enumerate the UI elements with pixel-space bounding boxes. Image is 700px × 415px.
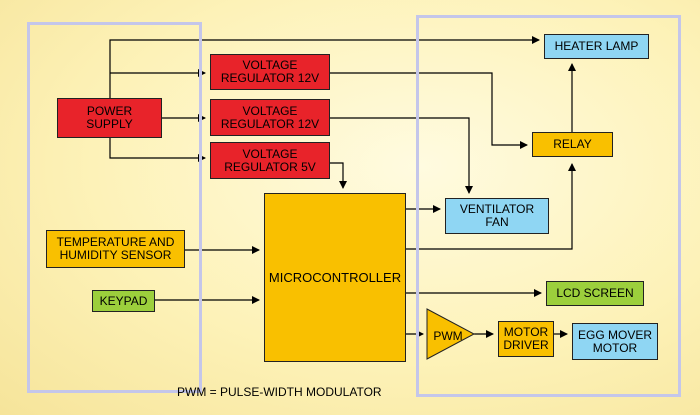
temperature-humidity-sensor-block: TEMPERATURE AND HUMIDITY SENSOR [46,230,185,268]
motor-driver-block: MOTOR DRIVER [498,321,554,357]
wire-reg12a-to-relay [330,72,528,149]
lcd-screen-block: LCD SCREEN [546,281,644,306]
voltage-regulator-5v-block: VOLTAGE REGULATOR 5V [210,142,330,179]
input-group-outline [27,22,202,393]
output-group-outline [416,15,681,397]
power-supply-block: POWER SUPPLY [57,98,162,138]
voltage-regulator-12v-block-2: VOLTAGE REGULATOR 12V [210,99,330,136]
wire-power-to-reg5 [109,138,206,162]
egg-mover-motor-block: EGG MOVER MOTOR [572,323,658,360]
pwm-amplifier-shape [426,308,476,360]
legend-caption: PWM = PULSE-WIDTH MODULATOR [177,385,382,399]
wire-power-to-heater [109,36,540,98]
wire-reg5-to-mcu [330,162,347,189]
wire-mcu-to-relay [406,163,576,250]
relay-block: RELAY [532,132,613,157]
wire-reg12b-to-fan [330,117,473,194]
pwm-label: PWM [433,329,463,343]
ventilator-fan-block: VENTILATOR FAN [445,198,549,234]
microcontroller-block: MICROCONTROLLER [264,193,406,362]
keypad-block: KEYPAD [92,290,155,312]
heater-lamp-block: HEATER LAMP [544,34,649,59]
voltage-regulator-12v-block-1: VOLTAGE REGULATOR 12V [210,54,330,90]
